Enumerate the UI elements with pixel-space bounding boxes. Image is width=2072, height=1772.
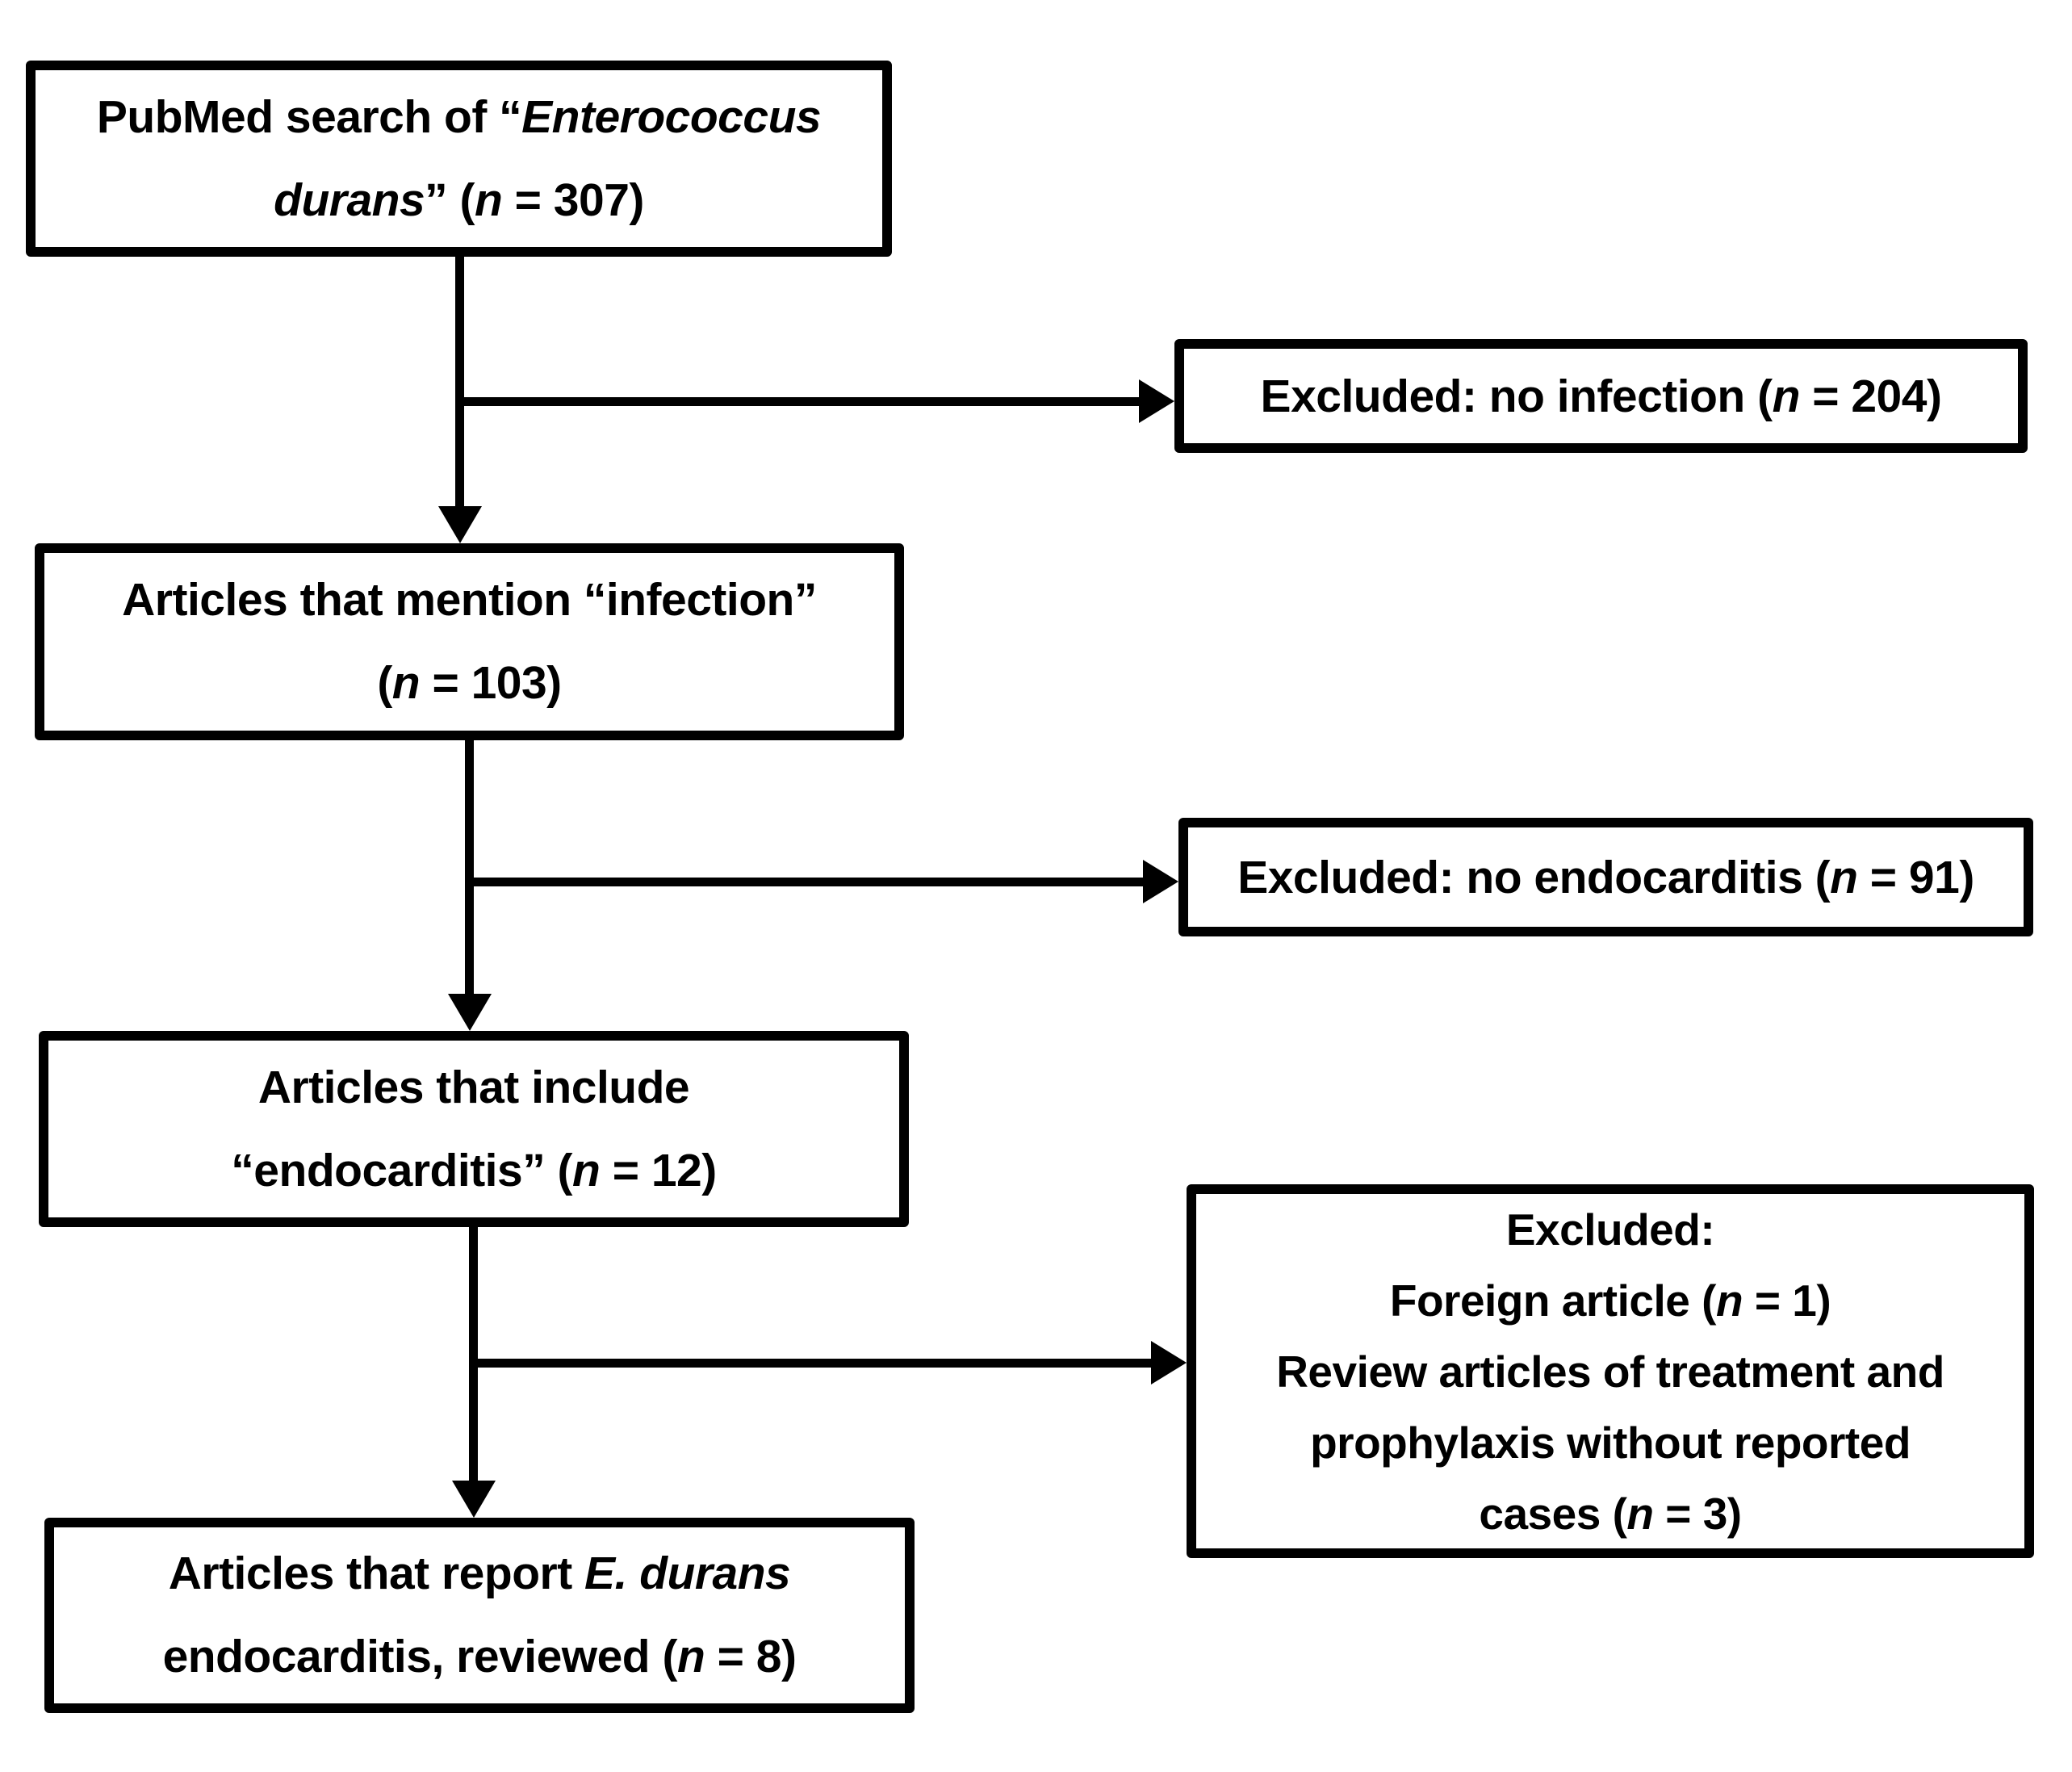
box-excluded-no-infection: Excluded: no infection (n = 204) (1174, 339, 2028, 453)
box-line: Excluded: no infection (n = 204) (1260, 370, 1942, 422)
box-articles-mention-infection: Articles that mention “infection” (n = 1… (35, 543, 904, 740)
box-line: prophylaxis without reported (1310, 1417, 1911, 1468)
box-pubmed-search: PubMed search of “Enterococcus durans” (… (26, 61, 892, 257)
connector-line-branch-3 (473, 1359, 1154, 1368)
box-line: PubMed search of “Enterococcus (96, 90, 822, 143)
connector-line-down-2 (465, 739, 474, 996)
box-excluded-no-endocarditis: Excluded: no endocarditis (n = 91) (1178, 818, 2033, 936)
box-line: durans” (n = 307) (274, 174, 644, 226)
box-excluded-foreign-and-review: Excluded: Foreign article (n = 1) Review… (1187, 1184, 2034, 1558)
connector-line-down-1 (455, 255, 464, 509)
box-line: Review articles of treatment and (1276, 1346, 1944, 1397)
connector-line-down-3 (469, 1225, 478, 1483)
arrowhead-right-3-icon (1151, 1341, 1187, 1385)
arrowhead-down-3-icon (452, 1481, 496, 1518)
box-line: cases (n = 3) (1479, 1488, 1742, 1539)
box-line: Excluded: no endocarditis (n = 91) (1237, 851, 1974, 903)
connector-line-branch-2 (469, 878, 1146, 886)
box-line: Foreign article (n = 1) (1389, 1275, 1831, 1326)
box-line: (n = 103) (377, 657, 562, 709)
arrowhead-down-1-icon (438, 506, 482, 543)
arrowhead-down-2-icon (448, 994, 492, 1031)
arrowhead-right-2-icon (1143, 860, 1178, 903)
box-line: endocarditis, reviewed (n = 8) (162, 1631, 797, 1682)
box-line: Excluded: (1505, 1204, 1715, 1255)
box-articles-reviewed: Articles that report E. durans endocardi… (44, 1518, 915, 1713)
connector-line-branch-1 (459, 397, 1142, 406)
box-line: Articles that include (257, 1061, 690, 1113)
box-line: Articles that report E. durans (168, 1548, 791, 1599)
box-line: Articles that mention “infection” (122, 574, 817, 626)
box-line: “endocarditis” (n = 12) (231, 1144, 717, 1196)
box-articles-include-endocarditis: Articles that include “endocarditis” (n … (39, 1031, 909, 1227)
arrowhead-right-1-icon (1139, 379, 1174, 423)
